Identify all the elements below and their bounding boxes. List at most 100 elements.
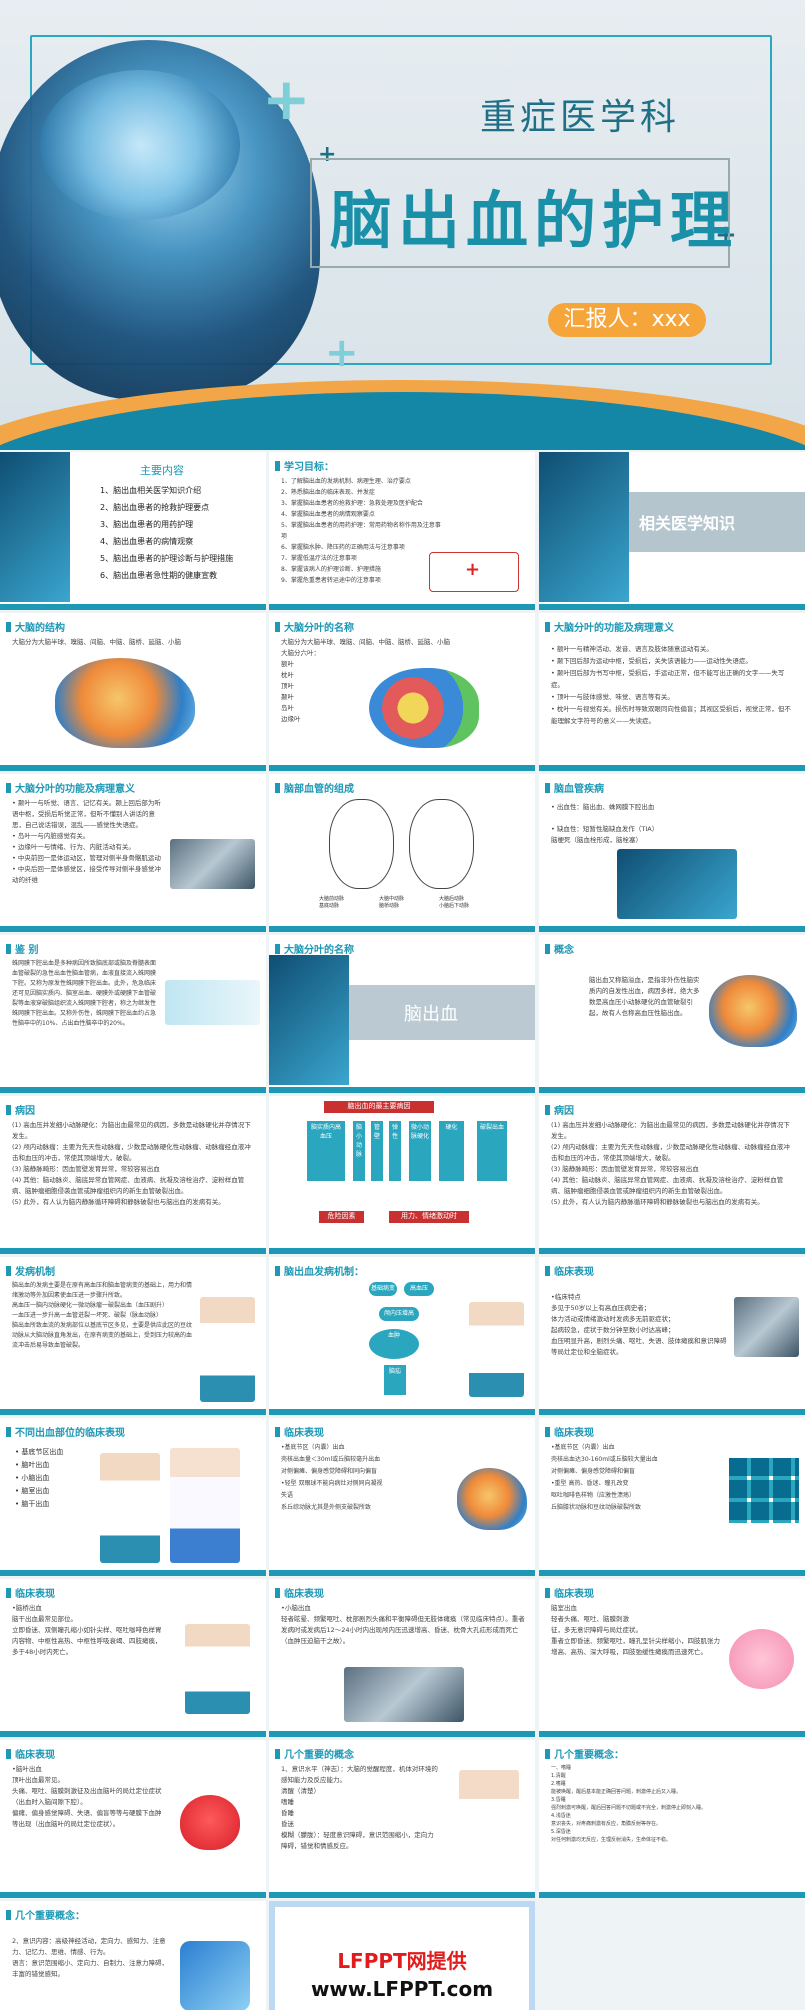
list-item: 5、脑出血患者的护理诊断与护理措施 [100,554,234,563]
medical-photo [170,839,255,889]
slide-bar [0,1248,266,1254]
contents-list: 1、脑出血相关医学知识介绍 2、脑出血患者的抢救护理要点 3、脑出血患者的用药护… [100,482,233,584]
list-item: • 脑叶出血 [15,1461,50,1469]
flow-node: 管壁 [371,1121,383,1181]
slide-header: 临床表现 [545,1263,594,1278]
heart-hands-photo [165,980,260,1025]
department-title: 重症医学科 [480,97,681,138]
slide-text: 脑出血又称脑溢血，是指非外伤性脑实质内的自发性出血，病因多样，绝大多数是高血压小… [589,976,700,1017]
slide-text: 大脑分为大脑半球、嗅脑、间脑、中脑、脑桥、延脑、小脑 [12,638,181,646]
slide-bar [0,1731,266,1737]
slide-text: 大脑分为大脑半球、嗅脑、间脑、中脑、脑桥、延脑、小脑 大脑分六叶： 额叶 枕叶 … [281,638,450,723]
slide-header: 概念 [545,941,574,956]
slide-text: •临床特点 多见于50岁以上有高血压病史者； 体力活动或情绪激动时发病多无前驱症… [551,1293,727,1356]
slide-bar [539,1570,805,1576]
list-item: 2、脑出血患者的抢救护理要点 [100,503,210,512]
list-item: 6、脑出血患者急性期的健康宣教 [100,571,218,580]
slide-header: 几个重要概念： [545,1746,624,1761]
slide-bar [0,1892,266,1898]
slide-causes-2: 病因 (1) 高血压并发细小动脉硬化：为脑出血最常见的病因，多数是动脉硬化并存情… [539,1096,805,1254]
slide-clinical-2: 临床表现 •基底节区（内囊）出血 壳核出血量＜30ml或丘脑较毫升出血 对侧偏瘫… [269,1418,535,1576]
doctor-illustration [469,1302,524,1397]
slide-text: 脑出血的发病主要是在原有高血压和脑血管病变的基础上，用力和情绪激动等外加因素使血… [12,1282,193,1349]
flow-node: 破裂出血 [477,1121,507,1181]
slide-header: 脑部血管的组成 [275,780,354,795]
flow-node: 颅内压增高 [379,1307,419,1321]
slide-header: 病因 [6,1102,35,1117]
slide-header: 大脑分叶的名称 [275,941,354,956]
slide-header: 发病机制 [6,1263,55,1278]
slide-bar [269,1087,535,1093]
slide-text: • 颞叶一与听觉、语言、记忆有关。颞上回后部为听语中枢，受损后听觉正常，但听不懂… [12,799,161,884]
plus-icon: + [262,65,311,133]
slide-bar [269,926,535,932]
vessel-diagram-left [329,799,394,889]
medical-icons-grid [729,1458,799,1523]
slide-bar [0,765,266,771]
slide-text: •基底节区（内囊）出血 壳核出血量＜30ml或丘脑较毫升出血 对侧偏瘫、偏身感觉… [281,1444,383,1511]
slide-text: 脑室出血 轻者头痛、呕吐、脑膜刺激 征，多无意识障碍与局灶症状。 重者立即昏迷、… [551,1604,720,1656]
brain-glow-illustration [40,70,240,220]
slide-header: 临床表现 [275,1424,324,1439]
pink-brain-icon [729,1629,794,1689]
slide-bar [269,1409,535,1415]
logo-line-1: LFPPT网提供 [337,1949,467,1973]
slide-ventricular: 临床表现 脑室出血 轻者头痛、呕吐、脑膜刺激 征，多无意识障碍与局灶症状。 重者… [539,1579,805,1737]
slide-grid: 主要内容 1、脑出血相关医学知识介绍 2、脑出血患者的抢救护理要点 3、脑出血患… [0,452,805,2010]
logo-line-2: www.LFPPT.com [310,1977,494,2001]
slide-header: 临床表现 [545,1424,594,1439]
list-item: • 脑干出血 [15,1500,50,1508]
slide-header: 脑血管疾病 [545,780,604,795]
slide-bar [0,604,266,610]
medicine-bottles-icon [180,1941,250,2010]
slide-cerebrovascular: 脑血管疾病 • 出血性：脑出血、蛛网膜下腔出血 • 缺血性：短暂性脑缺血发作（T… [539,774,805,932]
slide-text: 1、意识水平（神志）：大脑的觉醒程度，机体对环境的感知能力及反应能力。 清醒（清… [281,1765,438,1850]
slide-lobar: 临床表现 •脑叶出血 顶叶出血最常见。 头痛、呕吐、脑膜刺激征及出血脑叶的局灶定… [0,1740,266,1898]
ambulance-icon: + [429,552,519,592]
slide-bar [539,765,805,771]
slide-bar [539,604,805,610]
slide-text: • 出血性：脑出血、蛛网膜下腔出血 • 缺血性：短暂性脑缺血发作（TIA） 脑梗… [551,803,659,844]
list-item: 1、脑出血相关医学知识介绍 [100,486,202,495]
vessel-legend: 大脑前动脉大脑中动脉大脑后动脉 基底动脉脑桥动脉小脑后下动脉 [319,896,470,909]
flow-node: 脑实质内高血压 [307,1121,345,1181]
slide-clinical-1: 临床表现 •临床特点 多见于50岁以上有高血压病史者； 体力活动或情绪激动时发病… [539,1257,805,1415]
flow-node: 脑疝 [384,1365,406,1395]
slide-bar [269,1731,535,1737]
slide-bar [539,1087,805,1093]
head-image [0,452,70,602]
section-banner [629,492,805,552]
objectives-text: 1、了解脑出血的发病机制、病理生理、治疗要点 2、熟悉脑出血的临床表现、并发症 … [281,478,441,584]
flow-node: 脑小动脉 [353,1121,365,1181]
slide-text: •脑叶出血 顶叶出血最常见。 头痛、呕吐、脑膜刺激征及出血脑叶的局灶定位症状（出… [12,1765,162,1828]
slide-header: 病因 [545,1102,574,1117]
slide-bar [269,765,535,771]
head-image [269,955,349,1085]
slide-header: 临床表现 [545,1585,594,1600]
brain-illustration [709,975,797,1047]
brain-diagram [55,658,195,748]
slide-header: 临床表现 [6,1585,55,1600]
title-box [310,158,730,268]
slide-header: 临床表现 [6,1746,55,1761]
slide-text: 一、嗜睡 1.清醒 2.嗜睡 能被唤醒，醒后基本能正确回答问题，刺激停止后又入睡… [551,1765,707,1843]
doctor-illustration [100,1453,160,1563]
slide-lobe-names: 大脑分叶的名称 大脑分为大脑半球、嗅脑、间脑、中脑、脑桥、延脑、小脑 大脑分六叶… [269,613,535,771]
slide-vessels: 脑部血管的组成 大脑前动脉大脑中动脉大脑后动脉 基底动脉脑桥动脉小脑后下动脉 [269,774,535,932]
slide-concepts-3: 几个重要概念： 2、意识内容：高级神经活动，定向力、感知力、注意力、记忆力、思维… [0,1901,266,2010]
section-title: 脑出血 [404,1004,458,1025]
list-item: 4、脑出血患者的病情观察 [100,537,194,546]
heart-icon [180,1795,240,1850]
slide-text: •基底节区（内囊）出血 壳核出血达30-160ml或丘脑较大量出血 对侧偏瘫、偏… [551,1444,658,1511]
head-image [539,452,629,602]
slide-bar [0,1409,266,1415]
slide-bar [539,926,805,932]
brain-illustration [457,1468,527,1530]
slide-pathogenesis: 发病机制 脑出血的发病主要是在原有高血压和脑血管病变的基础上，用力和情绪激动等外… [0,1257,266,1415]
slide-clinical-3: 临床表现 •基底节区（内囊）出血 壳核出血达30-160ml或丘脑较大量出血 对… [539,1418,805,1576]
slide-bar [0,1087,266,1093]
slide-bar [0,1570,266,1576]
slide-header: 大脑分叶的名称 [275,619,354,634]
slide-concepts-1: 几个重要的概念 1、意识水平（神志）：大脑的觉醒程度，机体对环境的感知能力及反应… [269,1740,535,1898]
slide-brain-structure: 大脑的结构 大脑分为大脑半球、嗅脑、间脑、中脑、脑桥、延脑、小脑 [0,613,266,771]
